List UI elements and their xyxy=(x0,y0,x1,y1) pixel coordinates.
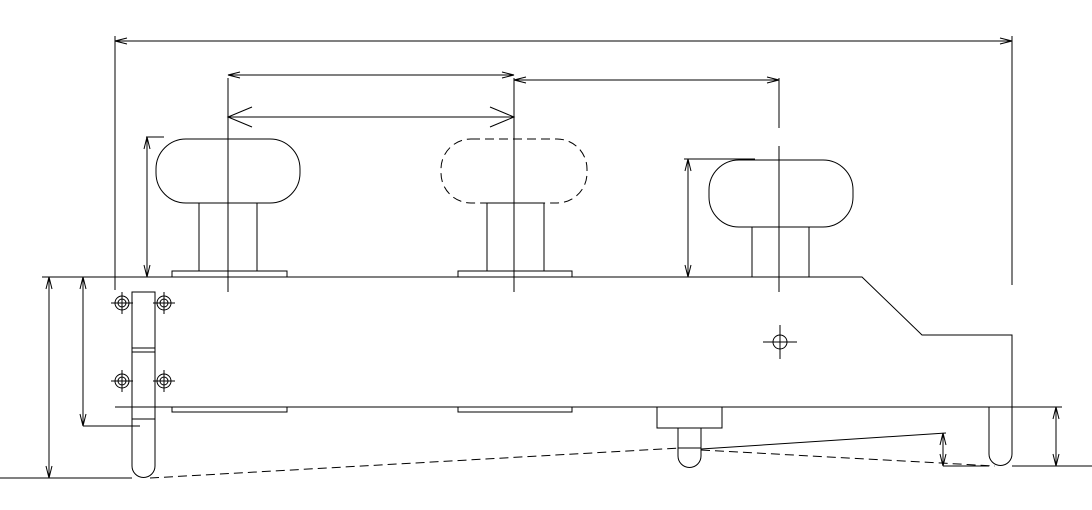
bollard-right xyxy=(684,78,854,292)
hinge-plate xyxy=(131,291,156,478)
support-foot xyxy=(656,406,723,468)
bollard-spacing-dimension-1 xyxy=(226,71,516,128)
right-foot xyxy=(988,406,1062,467)
hole-bottom-left xyxy=(111,370,133,392)
base-frame xyxy=(42,276,1013,479)
mounting-holes xyxy=(111,292,175,392)
hole-bottom-right xyxy=(153,370,175,392)
slope-line xyxy=(149,432,996,479)
bollard-middle xyxy=(440,78,588,292)
hole-top-left xyxy=(111,292,133,314)
bollard-left xyxy=(143,78,301,292)
overall-width-dimension xyxy=(114,36,1013,290)
center-mark xyxy=(763,325,797,359)
hole-top-right xyxy=(153,292,175,314)
bollard-spacing-dimension-2 xyxy=(513,76,780,84)
ground-line xyxy=(0,465,1092,479)
